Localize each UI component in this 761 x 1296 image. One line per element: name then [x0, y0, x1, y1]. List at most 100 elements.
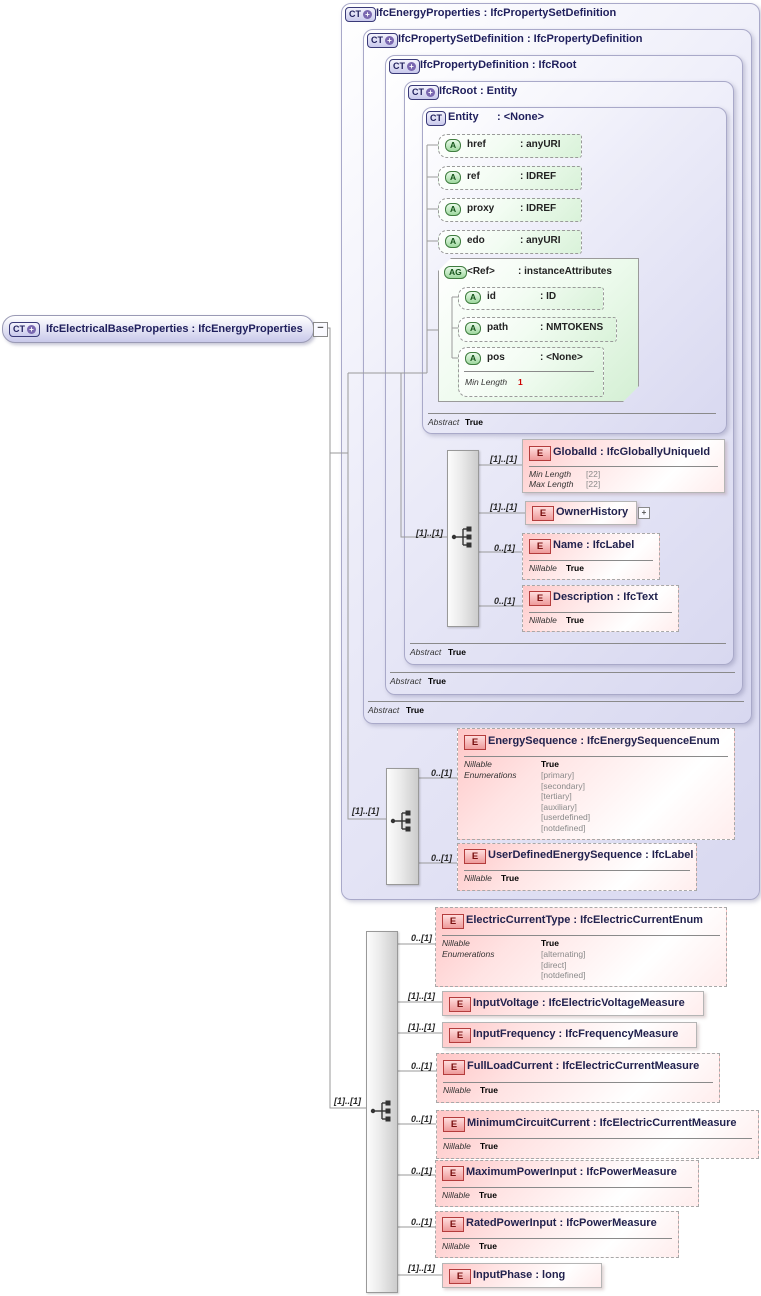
type-title: IfcRoot : Entity	[439, 85, 518, 97]
root-element[interactable]: CT+ IfcElectricalBaseProperties : IfcEne…	[2, 315, 314, 343]
attribute-href[interactable]	[438, 134, 582, 158]
attribute-icon: A	[465, 352, 482, 365]
minlength-label: Min Length	[465, 377, 508, 387]
element-fullloadcurrent[interactable]: E FullLoadCurrent : IfcElectricCurrentMe…	[436, 1053, 720, 1103]
attribute-name: id	[487, 291, 496, 302]
nillable-value: True	[541, 759, 559, 769]
minlength-value: 1	[518, 377, 523, 387]
nillable-value: True	[480, 1141, 498, 1151]
element-title: MaximumPowerInput : IfcPowerMeasure	[466, 1166, 677, 1178]
element-ratedpowerinput[interactable]: E RatedPowerInput : IfcPowerMeasure Nill…	[435, 1211, 679, 1258]
nillable-label: Nillable	[464, 873, 492, 883]
root-element-title: IfcElectricalBaseProperties : IfcEnergyP…	[46, 323, 303, 335]
nillable-value: True	[541, 938, 559, 948]
element-maximumpowerinput[interactable]: E MaximumPowerInput : IfcPowerMeasure Ni…	[435, 1160, 699, 1207]
derived-plus-icon: +	[407, 62, 416, 71]
complex-type-icon: CT+	[345, 7, 376, 22]
element-inputvoltage[interactable]: E InputVoltage : IfcElectricVoltageMeasu…	[442, 991, 704, 1016]
element-title: Name : IfcLabel	[553, 539, 635, 551]
facet-separator	[442, 935, 720, 936]
facet-separator	[442, 1238, 672, 1239]
derived-plus-icon: +	[363, 10, 372, 19]
element-title: InputVoltage : IfcElectricVoltageMeasure	[473, 997, 685, 1009]
derived-plus-icon: +	[426, 88, 435, 97]
element-icon: E	[464, 735, 486, 750]
cardinality: [1]..[1]	[352, 806, 379, 816]
attribute-type: : NMTOKENS	[540, 322, 604, 333]
maxlength-value: [22]	[586, 479, 601, 489]
enum-value: [secondary]	[541, 780, 585, 791]
element-icon: E	[532, 506, 554, 521]
attribute-name: href	[467, 139, 486, 150]
element-description[interactable]: E Description : IfcText Nillable True	[522, 585, 679, 632]
enumeration-values: [primary] [secondary] [tertiary] [auxili…	[541, 770, 590, 833]
element-icon: E	[529, 446, 551, 461]
derived-plus-icon: +	[27, 324, 36, 334]
element-minimumcircuitcurrent[interactable]: E MinimumCircuitCurrent : IfcElectricCur…	[436, 1110, 759, 1159]
collapse-button[interactable]: −	[313, 322, 328, 337]
element-inputfrequency[interactable]: E InputFrequency : IfcFrequencyMeasure	[442, 1022, 697, 1048]
ct-badge-text: CT	[430, 113, 442, 123]
element-icon: E	[443, 1060, 465, 1075]
abstract-value: True	[428, 676, 446, 686]
enumeration-values: [alternating] [direct] [notdefined]	[541, 949, 585, 981]
attr-group-name: <Ref>	[467, 266, 495, 277]
attribute-edo[interactable]	[438, 230, 582, 254]
enum-value: [primary]	[541, 770, 575, 780]
cardinality: 0..[1]	[431, 853, 453, 863]
abstract-value: True	[448, 647, 466, 657]
enum-value: [auxiliary]	[541, 801, 577, 812]
attribute-ref[interactable]	[438, 166, 582, 190]
ct-badge-text: CT	[349, 9, 361, 19]
sequence-icon	[370, 1100, 391, 1122]
attribute-type: : IDREF	[520, 203, 557, 214]
nillable-label: Nillable	[529, 615, 557, 625]
element-icon: E	[449, 997, 471, 1012]
expand-button[interactable]: +	[638, 507, 650, 519]
ct-badge-text: CT	[371, 35, 383, 45]
element-title: UserDefinedEnergySequence : IfcLabel	[488, 849, 694, 861]
sequence-indicator	[447, 450, 479, 627]
attribute-name: proxy	[467, 203, 495, 214]
attribute-path[interactable]	[458, 317, 617, 342]
attribute-name: ref	[467, 171, 480, 182]
type-title: IfcEnergyProperties : IfcPropertySetDefi…	[376, 7, 617, 19]
abstract-label: Abstract	[428, 417, 460, 427]
facet-separator	[390, 672, 735, 673]
minlength-label: Min Length	[529, 469, 572, 479]
cardinality: [1]..[1]	[408, 991, 435, 1001]
attribute-icon: A	[445, 203, 462, 216]
facet-separator	[529, 560, 653, 561]
type-title: Entity	[448, 111, 479, 123]
element-energysequence[interactable]: E EnergySequence : IfcEnergySequenceEnum…	[457, 728, 735, 840]
element-title: EnergySequence : IfcEnergySequenceEnum	[488, 735, 720, 747]
facet-separator	[442, 1187, 692, 1188]
element-title: RatedPowerInput : IfcPowerMeasure	[466, 1217, 657, 1229]
abstract-label: Abstract	[390, 676, 422, 686]
cardinality: 0..[1]	[494, 543, 516, 553]
nillable-label: Nillable	[529, 563, 557, 573]
enumerations-label: Enumerations	[464, 770, 517, 780]
cardinality: 0..[1]	[411, 1217, 433, 1227]
abstract-label: Abstract	[368, 705, 400, 715]
cardinality: [1]..[1]	[490, 454, 517, 464]
nillable-value: True	[501, 873, 519, 883]
facet-separator	[464, 870, 690, 871]
element-userdefinedenergysequence[interactable]: E UserDefinedEnergySequence : IfcLabel N…	[457, 843, 697, 891]
attribute-pos[interactable]	[458, 347, 604, 397]
element-title: InputFrequency : IfcFrequencyMeasure	[473, 1028, 679, 1040]
element-electriccurrenttype[interactable]: E ElectricCurrentType : IfcElectricCurre…	[435, 907, 727, 987]
attribute-name: pos	[487, 352, 505, 363]
attribute-icon: A	[465, 322, 482, 335]
element-title: InputPhase : long	[473, 1269, 566, 1281]
attribute-proxy[interactable]	[438, 198, 582, 222]
attribute-id[interactable]	[458, 287, 604, 310]
ct-badge-text: CT	[412, 87, 424, 97]
facet-separator	[443, 1138, 752, 1139]
sequence-icon	[390, 810, 411, 832]
element-name[interactable]: E Name : IfcLabel Nillable True	[522, 533, 660, 580]
element-globalid[interactable]: E GlobalId : IfcGloballyUniqueId Min Len…	[522, 439, 725, 493]
attribute-icon: A	[445, 235, 462, 248]
element-inputphase[interactable]: E InputPhase : long	[442, 1263, 602, 1288]
element-ownerhistory[interactable]: E OwnerHistory	[525, 501, 637, 525]
